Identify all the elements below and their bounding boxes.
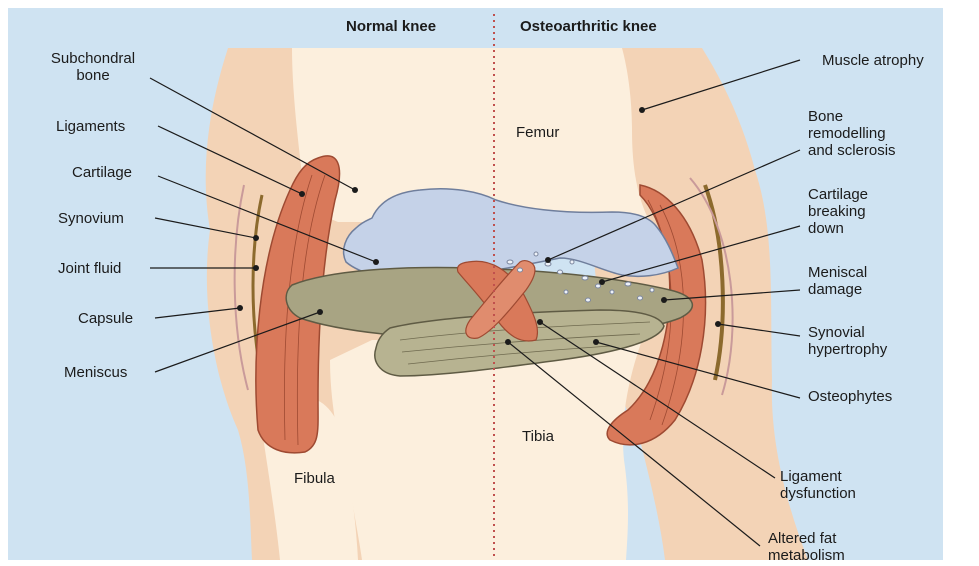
label-subchondral-bone: Subchondral bone — [34, 50, 152, 84]
label-femur: Femur — [516, 124, 559, 141]
label-muscle-atrophy: Muscle atrophy — [822, 52, 924, 69]
label-fibula: Fibula — [294, 470, 335, 487]
label-cartilage-breaking-down: Cartilage breaking down — [808, 186, 868, 237]
label-cartilage: Cartilage — [72, 164, 132, 181]
tibia-bone — [330, 340, 642, 560]
label-synovial-hypertrophy: Synovial hypertrophy — [808, 324, 887, 358]
label-ligament-dysfunction: Ligament dysfunction — [780, 468, 856, 502]
heading-normal-knee: Normal knee — [346, 18, 436, 35]
label-meniscal-damage: Meniscal damage — [808, 264, 867, 298]
label-meniscus: Meniscus — [64, 364, 127, 381]
heading-osteoarthritic-knee: Osteoarthritic knee — [520, 18, 657, 35]
label-synovium: Synovium — [58, 210, 124, 227]
label-joint-fluid: Joint fluid — [58, 260, 121, 277]
label-osteophytes: Osteophytes — [808, 388, 892, 405]
label-altered-fat-metabolism: Altered fat metabolism — [768, 530, 845, 564]
label-tibia: Tibia — [522, 428, 554, 445]
label-capsule: Capsule — [78, 310, 133, 327]
label-bone-remodelling: Bone remodelling and sclerosis — [808, 108, 896, 159]
label-ligaments: Ligaments — [56, 118, 125, 135]
